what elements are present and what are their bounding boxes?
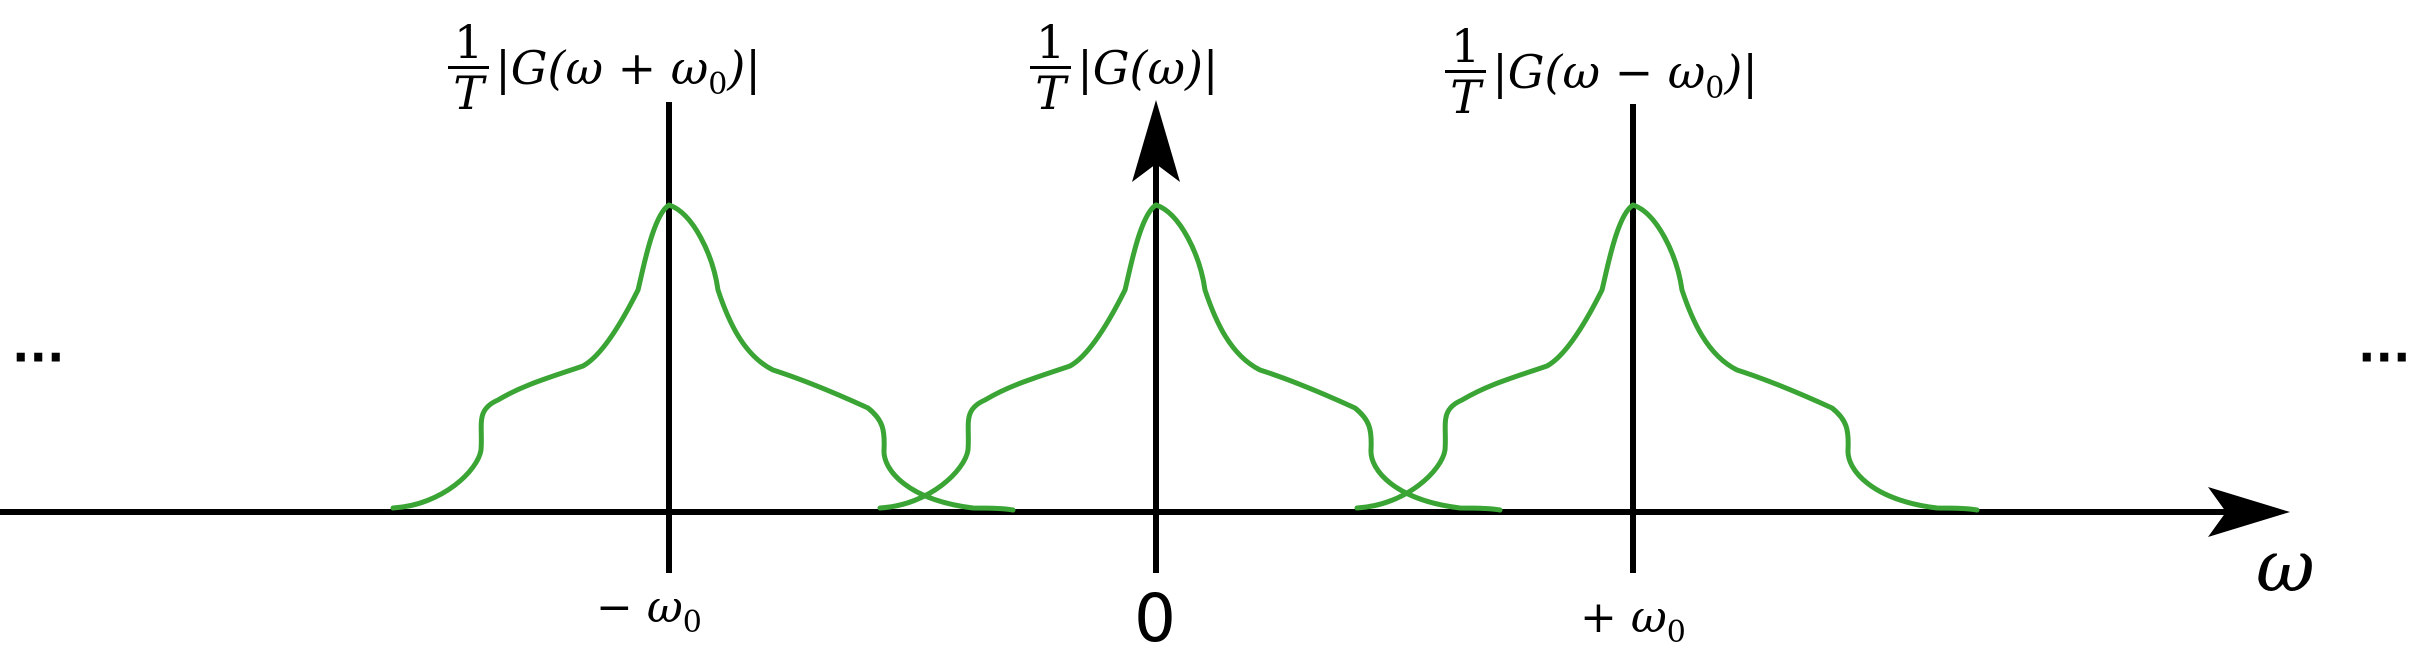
- label-right-expr: |G(ω − ω: [1492, 44, 1706, 99]
- label-right-sub: 0: [1705, 70, 1725, 106]
- label-center-expr: |G(ω)|: [1077, 40, 1219, 95]
- tick-label-zero: 0: [1134, 580, 1176, 657]
- label-center-frac: 1 T: [1030, 18, 1072, 121]
- label-left-frac: 1 T: [448, 18, 490, 121]
- omega-axis-arrowhead: [2208, 487, 2290, 537]
- label-left-num: 1: [448, 18, 490, 70]
- label-left-den: T: [453, 66, 484, 121]
- pulse-right: [1354, 202, 1980, 513]
- label-center-pulse: 1 T |G(ω)|: [1030, 18, 1218, 118]
- tick-plus-sub: 0: [1666, 614, 1686, 650]
- label-center-den: T: [1035, 66, 1066, 121]
- vertical-axis-arrowhead: [1132, 100, 1180, 182]
- axis-label-omega: ω: [2256, 524, 2315, 608]
- label-left-sub: 0: [708, 66, 728, 102]
- label-right-tail: )|: [1724, 44, 1758, 99]
- label-center-num: 1: [1030, 18, 1072, 70]
- label-right-frac: 1 T: [1445, 22, 1487, 125]
- tick-label-minus-omega0: − ω0: [596, 582, 702, 640]
- tick-minus-main: − ω: [596, 582, 683, 633]
- ellipsis-right: ···: [2358, 330, 2411, 384]
- tick-label-plus-omega0: + ω0: [1580, 592, 1686, 650]
- ellipsis-left: ···: [12, 330, 65, 384]
- label-left-tail: )|: [727, 40, 761, 95]
- label-left-pulse: 1 T |G(ω + ω0)|: [448, 18, 761, 118]
- label-left-expr: |G(ω + ω: [495, 40, 709, 95]
- tick-minus-sub: 0: [682, 604, 702, 640]
- pulse-center: [877, 202, 1503, 513]
- pulse-left: [390, 202, 1016, 513]
- label-right-den: T: [1450, 70, 1481, 125]
- label-right-num: 1: [1445, 22, 1487, 74]
- label-right-pulse: 1 T |G(ω − ω0)|: [1445, 22, 1758, 122]
- tick-plus-main: + ω: [1580, 592, 1667, 643]
